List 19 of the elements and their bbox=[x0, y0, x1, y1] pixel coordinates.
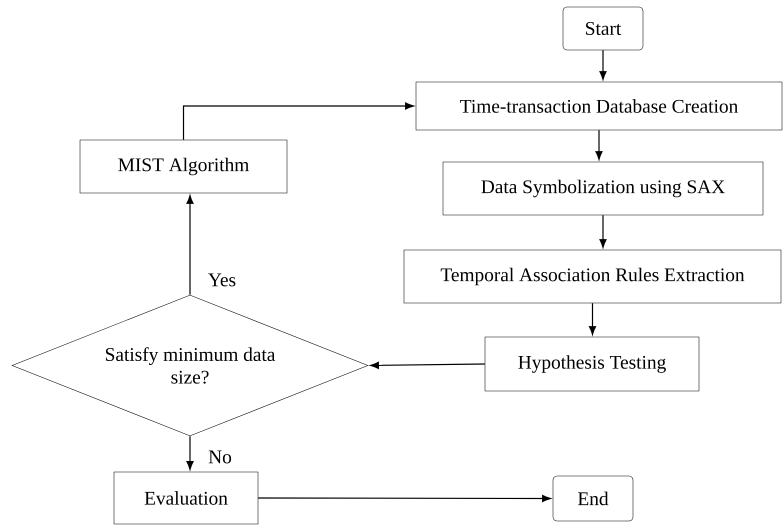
terminal-box: End bbox=[552, 476, 634, 522]
arrow bbox=[599, 50, 607, 80]
process-box: Evaluation bbox=[114, 472, 258, 524]
arrow bbox=[370, 362, 485, 369]
arrow bbox=[595, 130, 603, 160]
terminal-box: Start bbox=[562, 6, 644, 50]
arrow bbox=[588, 303, 596, 335]
process-box: MIST Algorithm bbox=[80, 140, 288, 194]
process-box: Temporal Association Rules Extraction bbox=[404, 250, 782, 304]
arrow bbox=[186, 436, 194, 470]
arrow bbox=[599, 215, 607, 248]
process-box: Data Symbolization using SAX bbox=[442, 162, 764, 216]
arrow bbox=[182, 102, 414, 140]
edge-label: No bbox=[206, 449, 234, 465]
process-box: Hypothesis Testing bbox=[484, 336, 700, 392]
process-box: Time-transaction Database Creation bbox=[416, 82, 782, 130]
arrow bbox=[258, 494, 551, 502]
arrow bbox=[186, 195, 194, 295]
edge-label: Yes bbox=[206, 272, 238, 288]
